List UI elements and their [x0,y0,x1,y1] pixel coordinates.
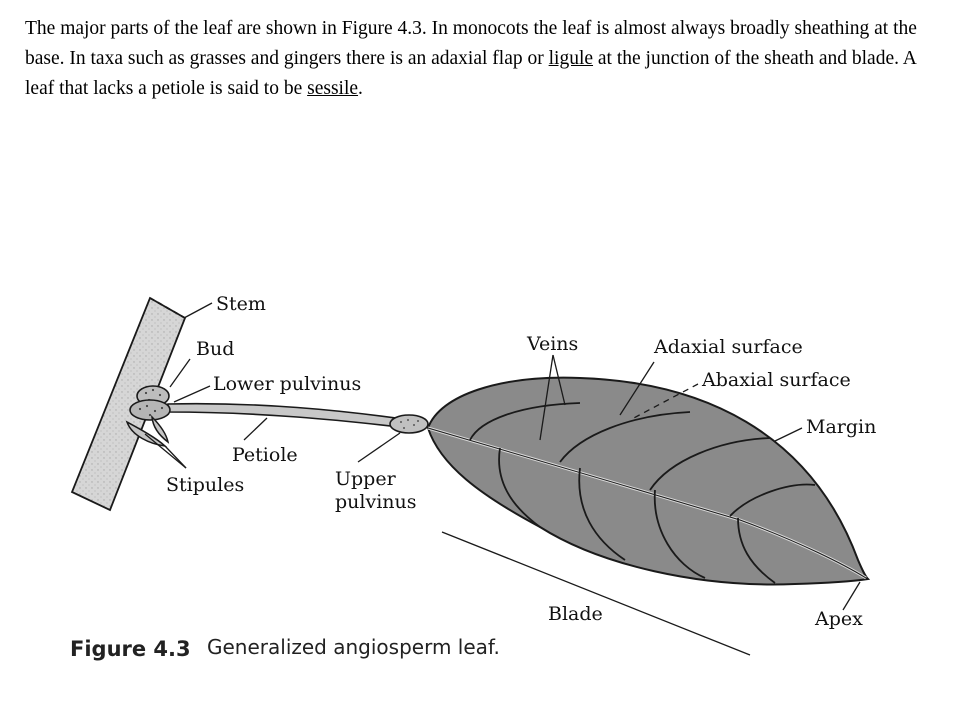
label-stipules: Stipules [166,474,244,496]
veins-upper [469,402,816,517]
intro-paragraph: The major parts of the leaf are shown in… [25,14,945,104]
label-margin: Margin [806,416,876,438]
stem-shape [70,296,187,512]
label-lower-pulvinus: Lower pulvinus [213,373,361,395]
label-stem: Stem [216,293,266,315]
veins-lower [498,447,776,584]
upper-pulvinus-dots [400,419,419,429]
petiole [167,402,411,429]
stipule-right [151,415,170,444]
leaf-blade [426,376,871,586]
intro-text-3: . [358,78,363,99]
caption-text: Generalized angiosperm leaf. [207,635,500,659]
caption-figure-number: Figure 4.3 [70,637,191,661]
lower-pulvinus [129,399,171,421]
intro-text-1: The major parts of the leaf are shown in… [25,18,917,69]
term-ligule: ligule [548,48,594,69]
label-adaxial-surface: Adaxial surface [653,336,803,358]
label-apex: Apex [814,608,863,630]
label-upper-pulvinus-1: Upper [335,468,397,490]
lower-pulvinus-dots [138,404,164,417]
term-sessile: sessile [307,78,359,99]
label-petiole: Petiole [232,444,298,466]
label-bud: Bud [196,338,234,360]
intro-text-2: at the junction of the sheath and blade.… [25,48,916,99]
leader-lines [144,302,861,656]
stem-cut-top [149,297,186,319]
label-abaxial-surface: Abaxial surface [701,369,851,391]
label-upper-pulvinus-2: pulvinus [335,491,417,513]
label-veins: Veins [526,333,578,355]
upper-pulvinus [389,414,429,434]
label-blade: Blade [548,603,603,625]
